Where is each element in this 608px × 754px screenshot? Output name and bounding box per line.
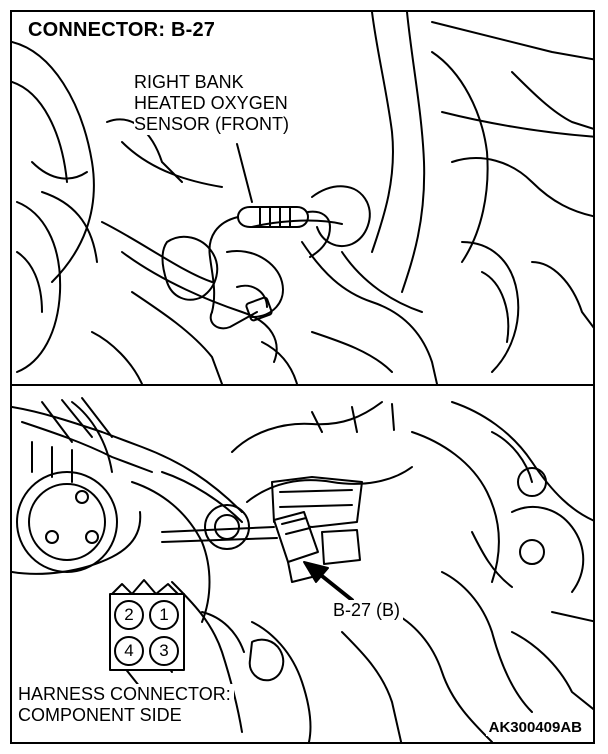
pin-1: 1 bbox=[149, 600, 179, 630]
pin-4: 4 bbox=[114, 636, 144, 666]
harness-label-line: COMPONENT SIDE bbox=[18, 705, 182, 725]
sensor-label-line: HEATED OXYGEN bbox=[134, 93, 288, 113]
diagram-frame: CONNECTOR: B-27 RIGHT BANK HEATED OXYGEN… bbox=[10, 10, 595, 744]
top-engine-lines bbox=[12, 12, 593, 385]
figure-code: AK300409AB bbox=[485, 719, 585, 736]
harness-label-line: HARNESS CONNECTOR: bbox=[18, 684, 231, 704]
sensor-label-line: SENSOR (FRONT) bbox=[134, 114, 289, 134]
connector-callout: B-27 (B) bbox=[330, 600, 404, 621]
connector-arrow bbox=[303, 561, 354, 602]
sensor-leader-line bbox=[236, 143, 253, 203]
pin-3: 3 bbox=[149, 636, 179, 666]
bottom-engine-lines bbox=[12, 397, 593, 742]
sensor-label-line: RIGHT BANK bbox=[134, 72, 244, 92]
connector-title: CONNECTOR: B-27 bbox=[24, 18, 220, 42]
oxygen-sensor bbox=[208, 206, 331, 330]
panel-divider bbox=[12, 384, 593, 386]
pin-2: 2 bbox=[114, 600, 144, 630]
engine-illustration bbox=[12, 12, 593, 742]
harness-label: HARNESS CONNECTOR: COMPONENT SIDE bbox=[18, 684, 234, 726]
connector-b27-body bbox=[161, 511, 319, 583]
sensor-label: RIGHT BANK HEATED OXYGEN SENSOR (FRONT) bbox=[134, 72, 289, 135]
